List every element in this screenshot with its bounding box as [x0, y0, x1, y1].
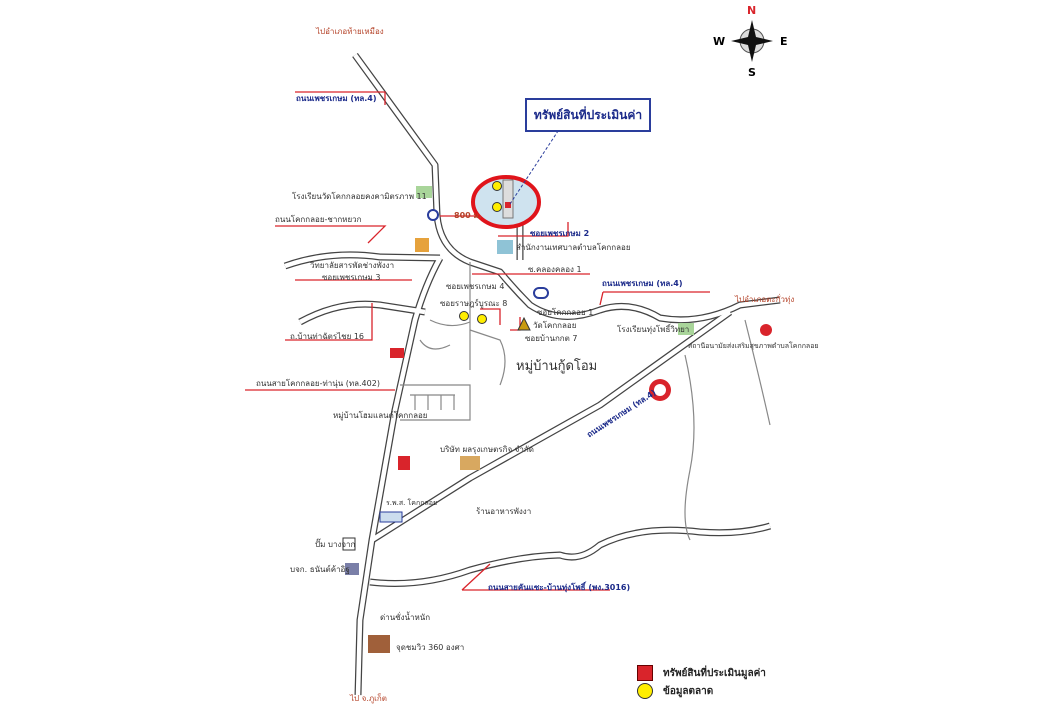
label-office: สำนักงานเทศบาลตำบลโคกกลอย [516, 243, 631, 252]
label-soi-phet3: ซอยเพชรเกษม 3 [322, 273, 381, 282]
label-college: วิทยาลัยสารพัดช่างพังงา [310, 261, 395, 270]
label-soi-ban: ซอยบ้านกกต 7 [525, 334, 578, 343]
label-road-mannatong: ถ.บ้านท่าฉัตรไชย 16 [290, 332, 364, 341]
subject-property-callout: ทรัพย์สินที่ประเมินค่า [525, 98, 651, 132]
label-pump: ปั๊ม บางจาก [315, 540, 356, 549]
label-village-khokkloi: หมู่บ้านโฮมแลนด์โคกกลอย [333, 411, 428, 420]
label-road-khokkloi: ถนนโคกกลอย-ชากหยวก [275, 215, 362, 224]
label-road-402: ถนนสายโคกกลอย-ท่านุ่น (ทล.402) [256, 379, 380, 388]
label-soi-sarapab: ซอยราษฎร์บูรณะ 8 [440, 299, 508, 308]
compass-s: S [748, 66, 756, 79]
label-wat: วัดโคกกลอย [533, 321, 577, 330]
label-soi-kanal1: ซ.คลองคลอง 1 [528, 265, 582, 274]
label-bank: บจก. ธนันต์ค้าอิฐ [290, 565, 350, 574]
compass-n: N [747, 4, 757, 17]
legend-label: ข้อมูลตลาด [663, 685, 714, 697]
label-restaurant: ร้านอาหารพังงา [476, 507, 532, 516]
label-health-station: สถานีอนามัยส่งเสริมสุขภาพตำบลโคกกลอย [688, 342, 819, 350]
label-to-north: ไปอำเภอท้ายเหมือง [316, 27, 384, 36]
label-soi-phet2: ซอยเพชรเกษม 2 [530, 229, 590, 238]
label-road-3016: ถนนสายคันแซะ-บ้านทุ่งโพธิ์ (พง.3016) [488, 583, 631, 592]
label-market: ร.พ.ส. โคกกลอย [386, 499, 438, 507]
label-company: บริษัท ผลรุงเกษตรกิจ จำกัด [440, 445, 534, 454]
label-soi-phet1: ซอยโคกกลอย 1 [537, 308, 594, 317]
label-village-kudom: หมู่บ้านกู้ดโอม [516, 359, 598, 374]
compass-e: E [780, 35, 788, 48]
compass-w: W [713, 35, 726, 48]
subject-swatch-icon [637, 665, 653, 681]
label-soi-phet4: ซอยเพชรเกษม 4 [446, 282, 505, 291]
label-distance: 800 ม. [454, 211, 482, 220]
legend-label: ทรัพย์สินที่ประเมินมูลค่า [663, 667, 766, 679]
label-road-phetkasem-east: ถนนเพชรเกษม (ทล.4) [602, 279, 683, 288]
label-weigh-station: ด่านชั่งน้ำหนัก [380, 613, 431, 622]
label-school-east: โรงเรียนทุ่งโพธิ์วิทยา [617, 325, 690, 334]
legend-item-subject: ทรัพย์สินที่ประเมินมูลค่า [637, 665, 766, 681]
label-road-phetkasem-north: ถนนเพชรเกษม (ทล.4) [296, 94, 377, 103]
legend-item-market: ข้อมูลตลาด [637, 683, 713, 699]
label-to-east: ไปอำเภอตะกั่วทุ่ง [735, 295, 795, 304]
label-to-south: ไป จ.ภูเก็ต [350, 694, 387, 703]
market-swatch-icon [637, 683, 653, 699]
label-school: โรงเรียนวัดโคกกลอยคงคามิตรภาพ 11 [292, 192, 427, 201]
label-viewpoint: จุดชมวิว 360 องศา [396, 643, 465, 652]
